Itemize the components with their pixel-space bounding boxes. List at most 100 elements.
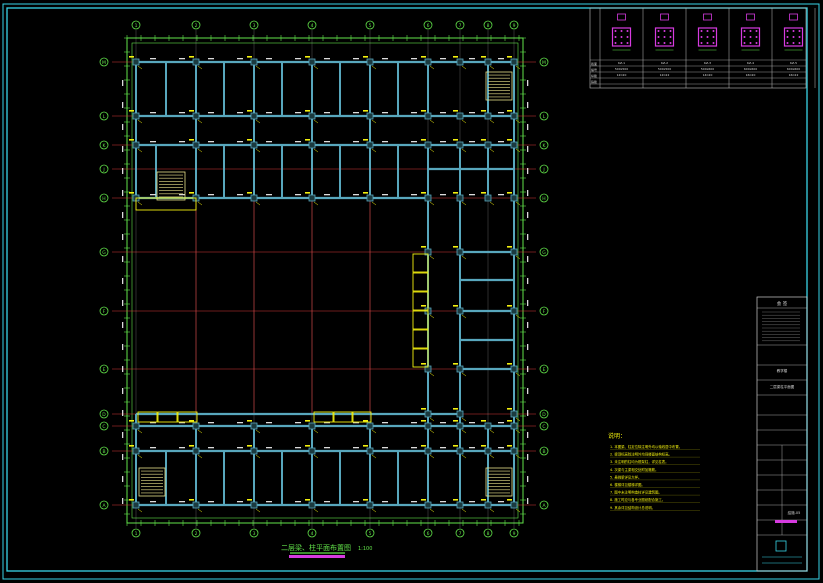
column-id: KZ-4 bbox=[747, 61, 754, 65]
column bbox=[250, 141, 258, 149]
column-tag bbox=[421, 192, 426, 194]
drawing-scale: 1:100 bbox=[358, 546, 372, 552]
axis-bubble-col bbox=[455, 20, 465, 30]
column-id: KZ-5 bbox=[790, 61, 797, 65]
beam-label bbox=[150, 422, 156, 424]
beam-label bbox=[179, 447, 185, 449]
beam-label bbox=[411, 447, 417, 449]
axis-bubble-label: D bbox=[542, 412, 546, 418]
axis-bubble-row bbox=[99, 421, 109, 431]
beam-label-right bbox=[527, 256, 529, 262]
column-tag bbox=[421, 420, 426, 422]
column-tag bbox=[453, 420, 458, 422]
rebar-dot bbox=[743, 42, 746, 44]
column-tag bbox=[421, 305, 426, 307]
column bbox=[510, 141, 518, 149]
rebar-dot bbox=[620, 30, 623, 32]
beam-label bbox=[324, 58, 330, 60]
column-tag-leader bbox=[255, 65, 261, 70]
opening-box-side bbox=[412, 272, 429, 292]
beam-label bbox=[382, 422, 388, 424]
beam-label bbox=[179, 141, 185, 143]
column-tag-leader bbox=[429, 119, 435, 124]
axis-bubble-row bbox=[99, 247, 109, 257]
beam-label-left bbox=[122, 146, 124, 152]
beam-label bbox=[440, 194, 446, 196]
column-tag-leader bbox=[197, 201, 203, 206]
axis-bubble-label: 2 bbox=[195, 23, 198, 29]
notes-title: 说明： bbox=[608, 432, 626, 440]
column bbox=[366, 447, 374, 455]
column bbox=[132, 141, 140, 149]
beam-label-right bbox=[527, 190, 529, 196]
column-tag bbox=[363, 139, 368, 141]
axis-bubble-row bbox=[99, 500, 109, 510]
beam-label bbox=[353, 447, 359, 449]
rebar-dot bbox=[798, 30, 801, 32]
axis-bubble-label: 5 bbox=[369, 23, 372, 29]
column bbox=[484, 422, 492, 430]
column-tag bbox=[453, 408, 458, 410]
beam-label bbox=[469, 112, 475, 114]
column bbox=[366, 58, 374, 66]
axis-bubble-row bbox=[99, 306, 109, 316]
column-tag-leader bbox=[137, 119, 143, 124]
column-tag-leader bbox=[197, 429, 203, 434]
beam-label bbox=[266, 194, 272, 196]
column-section-key bbox=[660, 13, 669, 21]
sheet-inner-frame bbox=[6, 7, 808, 572]
column-tag-leader bbox=[313, 65, 319, 70]
beam-label bbox=[150, 58, 156, 60]
axis-bubble-label: 8 bbox=[487, 531, 490, 537]
axis-bubble-row bbox=[539, 500, 549, 510]
beam-label-left bbox=[122, 80, 124, 86]
axis-bubble-row bbox=[539, 364, 549, 374]
column-tag bbox=[421, 408, 426, 410]
rebar-dot bbox=[700, 36, 703, 38]
column bbox=[456, 194, 464, 202]
column bbox=[456, 112, 464, 120]
note-line: 5. 悬挑梁详见大样。 bbox=[610, 474, 641, 479]
column bbox=[366, 141, 374, 149]
title-magenta-bar bbox=[289, 555, 345, 558]
column-tag bbox=[363, 56, 368, 58]
axis-bubble-label: K bbox=[543, 143, 547, 149]
stair bbox=[138, 467, 166, 497]
column-tag-leader bbox=[137, 508, 143, 513]
beam-label bbox=[150, 141, 156, 143]
column bbox=[510, 365, 518, 373]
column bbox=[456, 58, 464, 66]
column-tag-leader bbox=[255, 454, 261, 459]
axis-bubble-label: 1 bbox=[135, 531, 138, 537]
axis-bubble-col bbox=[509, 20, 519, 30]
beam-label-left bbox=[122, 344, 124, 350]
rebar-dot bbox=[626, 36, 629, 38]
column-tag bbox=[129, 139, 134, 141]
column bbox=[192, 422, 200, 430]
titleblock-header: 会 签 bbox=[777, 300, 788, 307]
column-tag-leader bbox=[313, 201, 319, 206]
dimension-frame bbox=[126, 37, 524, 524]
column-tag bbox=[481, 110, 486, 112]
column bbox=[308, 141, 316, 149]
column-tag bbox=[453, 110, 458, 112]
column-tag-leader bbox=[515, 454, 521, 459]
rebar-dot bbox=[700, 42, 703, 44]
axis-bubble-col bbox=[423, 20, 433, 30]
axis-bubble-label: G bbox=[542, 250, 546, 256]
column-tag bbox=[507, 192, 512, 194]
column-tag bbox=[247, 139, 252, 141]
beam-label bbox=[266, 501, 272, 503]
column bbox=[510, 194, 518, 202]
column-tag bbox=[129, 110, 134, 112]
column bbox=[484, 141, 492, 149]
beam-label bbox=[440, 112, 446, 114]
beam-label bbox=[150, 447, 156, 449]
beam-label bbox=[440, 501, 446, 503]
column bbox=[308, 194, 316, 202]
rebar-dot bbox=[749, 30, 752, 32]
axis-bubble-row bbox=[539, 111, 549, 121]
